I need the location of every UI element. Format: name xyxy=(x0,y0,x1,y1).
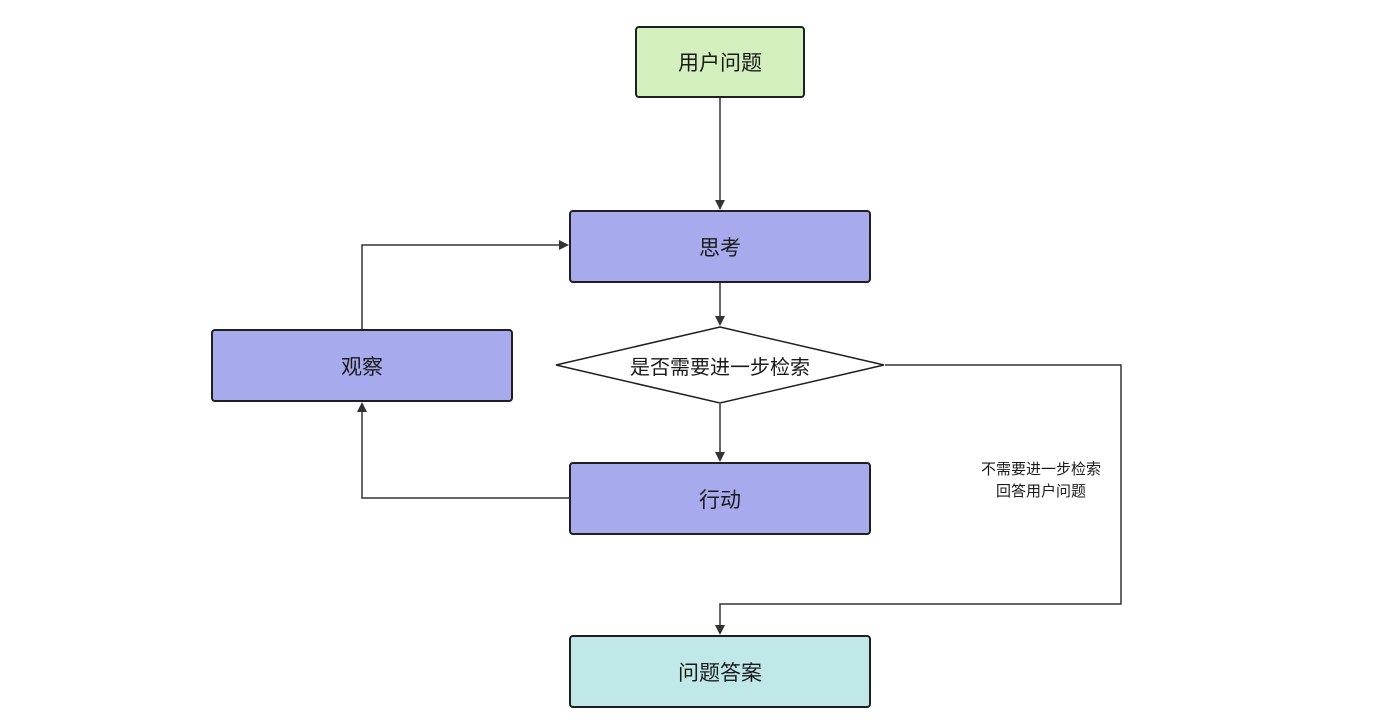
decision-node: 是否需要进一步检索 xyxy=(555,326,885,404)
act-node: 行动 xyxy=(569,462,871,535)
start-node-label: 用户问题 xyxy=(678,51,762,75)
edge-decision-to-answer xyxy=(715,364,1122,635)
think-node-label: 思考 xyxy=(699,235,741,260)
observe-node-label: 观察 xyxy=(341,354,383,379)
edge-label-line-1: 不需要进一步检索 xyxy=(980,460,1101,478)
decision-node-label: 是否需要进一步检索 xyxy=(630,354,810,379)
edge-observe-to-think xyxy=(361,240,569,329)
edge-label-skip-retrieval: 不需要进一步检索 回答用户问题 xyxy=(966,458,1116,502)
think-node: 思考 xyxy=(569,210,871,283)
edge-label-line-2: 回答用户问题 xyxy=(995,482,1086,500)
answer-node: 问题答案 xyxy=(569,635,871,708)
answer-node-label: 问题答案 xyxy=(678,660,762,685)
act-node-label: 行动 xyxy=(699,487,741,512)
start-node: 用户问题 xyxy=(635,26,805,98)
edge-act-to-observe xyxy=(357,402,569,499)
observe-node: 观察 xyxy=(211,329,513,402)
